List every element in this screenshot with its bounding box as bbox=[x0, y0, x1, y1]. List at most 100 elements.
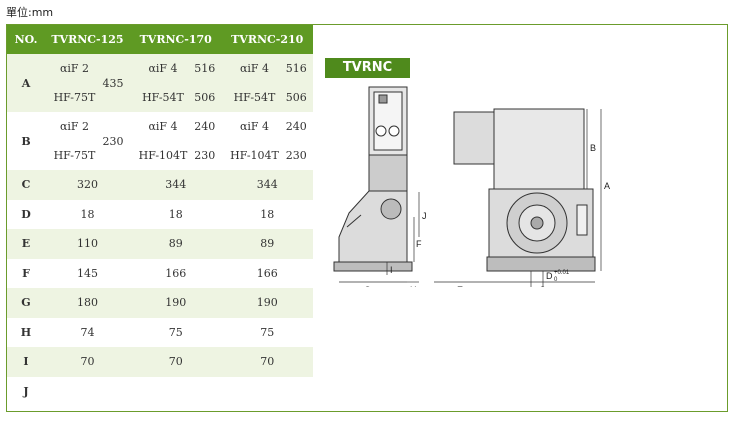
col-header-no: NO. bbox=[7, 25, 45, 54]
cell-d-125: 18 bbox=[80, 207, 95, 221]
cell-a-210-value1: 516 bbox=[283, 54, 313, 83]
cell-d-170: 18 bbox=[168, 207, 183, 221]
row-label-a: A bbox=[7, 54, 45, 112]
cell-d-210: 18 bbox=[260, 207, 275, 221]
spec-frame: NO. TVRNC-125 TVRNC-170 TVRNC-210 A αiF … bbox=[6, 24, 728, 412]
cell-j-210 bbox=[221, 377, 313, 407]
table-row-g: G 180 190 190 bbox=[7, 288, 313, 318]
cell-a-170-value2: 506 bbox=[192, 83, 222, 112]
cell-b-170-value2: 230 bbox=[194, 149, 216, 162]
cell-b-125-motor1: αiF 2 bbox=[59, 120, 90, 133]
spec-table: NO. TVRNC-125 TVRNC-170 TVRNC-210 A αiF … bbox=[7, 25, 313, 406]
cell-f-210: 166 bbox=[256, 266, 278, 280]
cell-a-125-motor2: HF-75T bbox=[45, 83, 100, 112]
table-row-h: H 74 75 75 bbox=[7, 318, 313, 348]
dim-label-j: J bbox=[422, 211, 427, 221]
row-label-i: I bbox=[7, 347, 45, 377]
table-row-f: F 145 166 166 bbox=[7, 259, 313, 289]
row-label-f: F bbox=[22, 266, 30, 280]
cell-b-210-value1: 240 bbox=[285, 120, 307, 133]
cell-c-210: 344 bbox=[221, 170, 313, 200]
table-row-c: C 320 344 344 bbox=[7, 170, 313, 200]
table-row-a2: HF-75T HF-54T 506 HF-54T 506 bbox=[7, 83, 313, 112]
side-block-right bbox=[576, 204, 588, 236]
motor-housing-right bbox=[493, 108, 585, 190]
dim-label-c: C bbox=[539, 285, 546, 287]
cell-h-210: 75 bbox=[260, 325, 275, 339]
cell-b-170-value1: 240 bbox=[194, 120, 216, 133]
cell-a-125-motor1: αiF 2 bbox=[45, 54, 100, 83]
cell-b-170-motor2: HF-104T bbox=[138, 149, 188, 162]
motor-top-hole-2 bbox=[388, 125, 400, 137]
cell-g-125: 180 bbox=[45, 288, 130, 318]
cell-a-210-motor2: HF-54T bbox=[221, 83, 284, 112]
row-label-e: E bbox=[7, 229, 45, 259]
cell-a-210-motor1: αiF 4 bbox=[221, 54, 284, 83]
cell-i-125: 70 bbox=[45, 347, 130, 377]
cell-a-170-motor1: αiF 4 bbox=[129, 54, 193, 83]
motor-top-hole-1 bbox=[375, 125, 387, 137]
dim-label-d-tol: +0.01 bbox=[554, 270, 570, 276]
tilt-axis-left bbox=[380, 198, 402, 220]
dim-label-f: F bbox=[416, 239, 422, 249]
cell-e-170: 89 bbox=[129, 229, 222, 259]
table-row-i: I 70 70 70 bbox=[7, 347, 313, 377]
cell-b-125-motor2: HF-75T bbox=[53, 149, 96, 162]
cell-g-210: 190 bbox=[221, 288, 313, 318]
table-header-row: NO. TVRNC-125 TVRNC-170 TVRNC-210 bbox=[7, 25, 313, 54]
row-label-g: G bbox=[7, 288, 45, 318]
base-left bbox=[333, 261, 413, 272]
dim-label-a: A bbox=[604, 181, 610, 191]
diagram-title: TVRNC bbox=[325, 58, 410, 78]
table-row-a: A αiF 2 435 αiF 4 516 αiF 4 516 bbox=[7, 54, 313, 112]
tilt-clamp-left bbox=[346, 214, 362, 228]
cell-a-125-value: 435 bbox=[99, 54, 130, 112]
dim-label-d-tol2: 0 bbox=[554, 277, 558, 283]
col-header-125: TVRNC-125 bbox=[45, 25, 130, 54]
cell-a-170-value1: 516 bbox=[192, 54, 222, 83]
col-header-170: TVRNC-170 bbox=[129, 25, 222, 54]
motor-top-inner bbox=[373, 91, 403, 151]
cell-j-170 bbox=[130, 377, 222, 407]
cell-b-210-value2: 230 bbox=[285, 149, 307, 162]
cell-h-125: 74 bbox=[80, 325, 95, 339]
motor-body-right bbox=[453, 111, 495, 165]
cell-c-170: 344 bbox=[129, 170, 222, 200]
cell-b-170-motor1: αiF 4 bbox=[148, 120, 178, 133]
cell-i-170: 70 bbox=[129, 347, 222, 377]
cell-c-125: 320 bbox=[45, 170, 130, 200]
cell-g-170: 190 bbox=[129, 288, 222, 318]
table-row-e: E 110 89 89 bbox=[7, 229, 313, 259]
table-row-b: B αiF 2 230 αiF 4 240 αiF 4 240 bbox=[7, 112, 313, 148]
table-row-j: J bbox=[7, 377, 313, 407]
dim-label-b: B bbox=[590, 143, 596, 153]
cell-b-210-motor2: HF-104T bbox=[230, 149, 279, 162]
dim-label-e: E bbox=[457, 285, 463, 287]
rotary-table-center bbox=[530, 216, 544, 230]
dim-label-g: G bbox=[364, 285, 371, 287]
cell-f-125: 145 bbox=[76, 266, 98, 280]
row-label-c: C bbox=[7, 170, 45, 200]
cell-b-210-motor1: αiF 4 bbox=[239, 120, 270, 133]
cell-j-125 bbox=[45, 377, 130, 407]
dimension-diagram: G H I J F E C A B D +0.01 0 bbox=[333, 86, 610, 287]
cell-b-125-value: 230 bbox=[102, 134, 124, 148]
motor-neck-left bbox=[368, 154, 408, 192]
row-label-d: D bbox=[21, 207, 31, 221]
cell-e-125: 110 bbox=[45, 229, 130, 259]
row-label-j: J bbox=[23, 384, 29, 398]
cell-f-170: 166 bbox=[165, 266, 187, 280]
table-row-b2: HF-75T HF-104T 230 HF-104T 230 bbox=[7, 141, 313, 170]
dim-label-d: D bbox=[546, 271, 553, 281]
table-row-d: D 18 18 18 bbox=[7, 200, 313, 230]
motor-top-port bbox=[378, 94, 388, 104]
unit-label: 單位:mm bbox=[6, 6, 54, 19]
cell-h-170: 75 bbox=[168, 325, 183, 339]
base-right bbox=[486, 256, 596, 272]
cell-i-210: 70 bbox=[221, 347, 313, 377]
dim-label-h: H bbox=[410, 285, 417, 287]
cell-a-170-motor2: HF-54T bbox=[129, 83, 193, 112]
dim-label-i: I bbox=[390, 265, 393, 275]
cell-a-210-value2: 506 bbox=[283, 83, 313, 112]
row-label-h: H bbox=[20, 325, 32, 339]
